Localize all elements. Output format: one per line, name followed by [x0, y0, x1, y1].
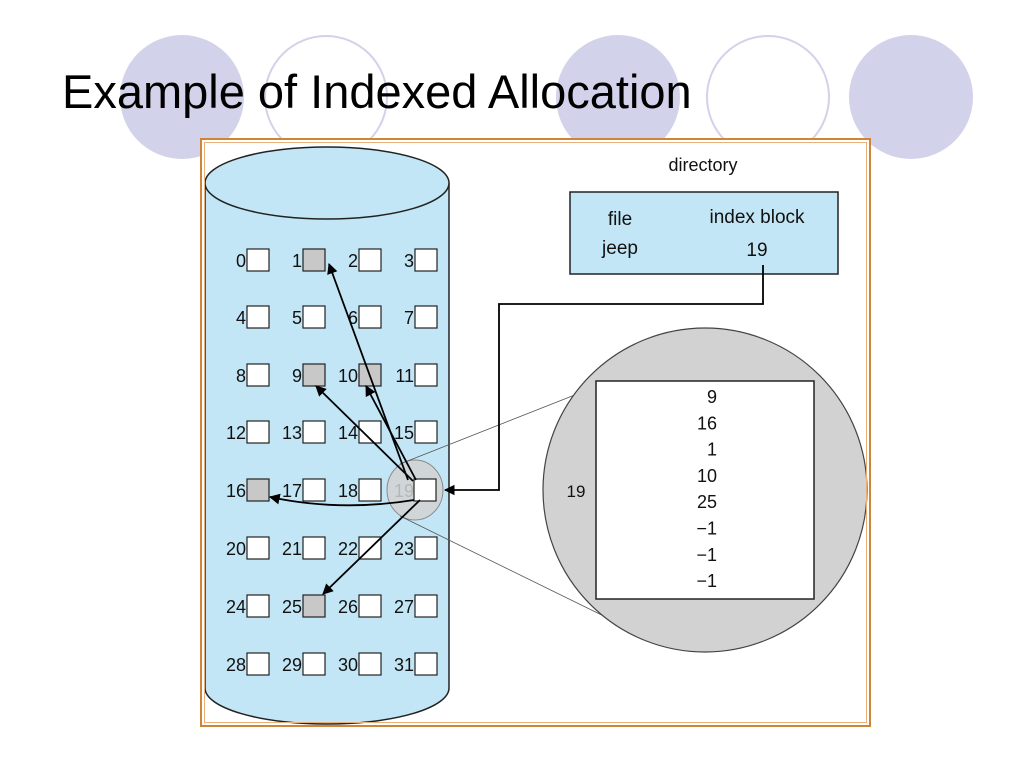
block-label-6: 6 — [348, 308, 358, 328]
index-entry: −1 — [696, 519, 717, 539]
block-box-2 — [358, 248, 382, 272]
block-label-29: 29 — [282, 655, 302, 675]
block-box-1 — [302, 248, 326, 272]
block-label-23: 23 — [394, 539, 414, 559]
block-label-15: 15 — [394, 423, 414, 443]
block-box-5 — [302, 305, 326, 329]
block-label-16: 16 — [226, 481, 246, 501]
block-box-0 — [246, 248, 270, 272]
block-box-27 — [414, 594, 438, 618]
index-entries: 9 16 1 10 25 −1 −1 −1 — [696, 387, 717, 591]
block-box-28 — [246, 652, 270, 676]
block-label-18: 18 — [338, 481, 358, 501]
index-entry: −1 — [696, 545, 717, 565]
block-label-9: 9 — [292, 366, 302, 386]
block-box-18 — [358, 478, 382, 502]
block-box-24 — [246, 594, 270, 618]
arrow-to-block-16 — [268, 493, 415, 507]
arrow-to-block-1 — [327, 262, 409, 481]
block-label-2: 2 — [348, 251, 358, 271]
block-label-30: 30 — [338, 655, 358, 675]
block-label-13: 13 — [282, 423, 302, 443]
directory-entry-index: 19 — [746, 240, 767, 261]
block-box-30 — [358, 652, 382, 676]
indexed-allocation-diagram: 0123456789101112131415161718192021222324… — [204, 146, 868, 725]
directory-pointer-arrow — [443, 265, 764, 496]
block-19-box — [413, 478, 437, 502]
zoom-line-bottom — [399, 515, 623, 626]
index-entry: 1 — [707, 440, 717, 460]
block-label-26: 26 — [338, 597, 358, 617]
block-box-29 — [302, 652, 326, 676]
directory-table — [569, 191, 839, 275]
block-label-12: 12 — [226, 423, 246, 443]
index-entry: 9 — [707, 387, 717, 407]
arrow-to-block-9 — [315, 385, 414, 482]
block-box-16 — [246, 478, 270, 502]
block-box-7 — [414, 305, 438, 329]
index-entry: 16 — [697, 413, 717, 433]
disk-top — [204, 146, 450, 220]
disk-blocks: 0123456789101112131415161718192021222324… — [226, 248, 438, 676]
block-label-3: 3 — [404, 251, 414, 271]
block-box-17 — [302, 478, 326, 502]
block-box-26 — [358, 594, 382, 618]
block-box-15 — [414, 420, 438, 444]
block-label-24: 24 — [226, 597, 246, 617]
block-label-7: 7 — [404, 308, 414, 328]
block-box-6 — [358, 305, 382, 329]
block-box-4 — [246, 305, 270, 329]
block-box-12 — [246, 420, 270, 444]
block-label-1: 1 — [292, 251, 302, 271]
block-box-31 — [414, 652, 438, 676]
block-label-4: 4 — [236, 308, 246, 328]
block-label-28: 28 — [226, 655, 246, 675]
block-label-25: 25 — [282, 597, 302, 617]
block-box-20 — [246, 536, 270, 560]
block-label-20: 20 — [226, 539, 246, 559]
block-box-8 — [246, 363, 270, 387]
arrow-to-block-25 — [322, 499, 421, 595]
arrow-to-block-10 — [365, 385, 417, 481]
block-label-8: 8 — [236, 366, 246, 386]
index-block-table — [595, 380, 815, 600]
index-entry: 10 — [697, 466, 717, 486]
block-label-14: 14 — [338, 423, 358, 443]
block-label-22: 22 — [338, 539, 358, 559]
block-label-27: 27 — [394, 597, 414, 617]
index-entry: −1 — [696, 571, 717, 591]
slide-title: Example of Indexed Allocation — [62, 65, 692, 118]
block-box-25 — [302, 594, 326, 618]
index-entry: 25 — [697, 492, 717, 512]
index-block-label: 19 — [567, 482, 586, 501]
block-box-13 — [302, 420, 326, 444]
block-box-9 — [302, 363, 326, 387]
block-box-3 — [414, 248, 438, 272]
block-label-31: 31 — [394, 655, 414, 675]
block-box-14 — [358, 420, 382, 444]
figure-frame: 0123456789101112131415161718192021222324… — [200, 138, 871, 727]
directory-label: directory — [668, 155, 737, 175]
zoom-line-top — [399, 384, 601, 465]
block-box-21 — [302, 536, 326, 560]
block-label-10: 10 — [338, 366, 358, 386]
block-label-0: 0 — [236, 251, 246, 271]
directory-col-file: file — [608, 209, 632, 230]
block-box-23 — [414, 536, 438, 560]
directory-entry-file: jeep — [601, 238, 638, 259]
block-label-21: 21 — [282, 539, 302, 559]
block-box-11 — [414, 363, 438, 387]
directory-col-index: index block — [709, 207, 805, 228]
block-label-17: 17 — [282, 481, 302, 501]
block-label-11: 11 — [395, 366, 414, 386]
block-label-5: 5 — [292, 308, 302, 328]
